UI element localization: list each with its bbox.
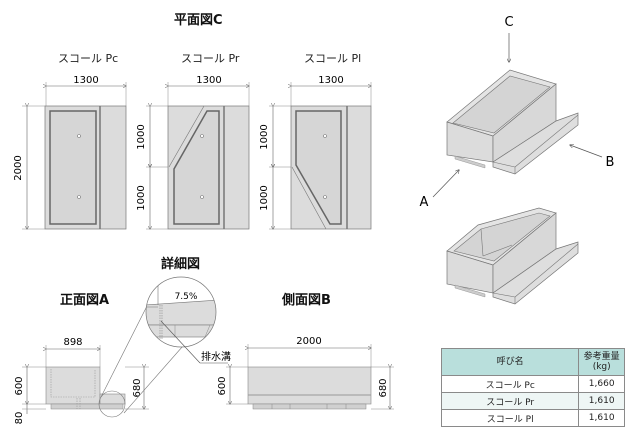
side-view-title: 側面図B bbox=[282, 293, 331, 308]
row-weight: 1,610 bbox=[578, 392, 625, 410]
front-width-dim: 898 bbox=[63, 337, 82, 348]
height-dim-pc: 2000 bbox=[13, 155, 24, 180]
plan-pc: 1300 2000 bbox=[13, 75, 126, 229]
width-dim-pr: 1300 bbox=[196, 75, 221, 86]
side-view: 2000 600 680 bbox=[217, 336, 394, 409]
direction-label-a: A bbox=[420, 195, 429, 210]
front-total-height-dim: 680 bbox=[132, 378, 143, 397]
plan-pl: 1300 1000 1000 bbox=[259, 75, 371, 229]
height-dim-pl-upper: 1000 bbox=[259, 124, 270, 149]
height-dim-pr-upper: 1000 bbox=[136, 124, 147, 149]
table-row: スコール Pr 1,610 bbox=[440, 392, 625, 410]
isometric-pr bbox=[446, 207, 579, 305]
side-total-height-dim: 680 bbox=[378, 378, 389, 397]
width-dim-pc: 1300 bbox=[73, 75, 98, 86]
header-weight-unit: (kg) bbox=[592, 362, 611, 372]
variant-name-pl: スコール Pl bbox=[304, 52, 362, 65]
front-height-dim-600: 600 bbox=[14, 376, 25, 395]
front-height-dim-80: 80 bbox=[14, 412, 25, 425]
variant-name-pr: スコール Pr bbox=[181, 52, 240, 65]
slope-label: 7.5% bbox=[175, 292, 198, 302]
table-row: スコール Pl 1,610 bbox=[440, 409, 625, 427]
height-dim-pr-lower: 1000 bbox=[136, 185, 147, 210]
drain-label: 排水溝 bbox=[201, 350, 231, 363]
spec-table: 呼び名 参考重量 (kg) スコール Pc 1,660 スコール Pr 1,61… bbox=[440, 348, 625, 427]
row-weight: 1,660 bbox=[578, 375, 625, 393]
side-width-dim: 2000 bbox=[296, 336, 321, 347]
detail-view: 7.5% 排水溝 bbox=[100, 276, 231, 414]
plan-pr: 1300 1000 1000 bbox=[136, 75, 249, 229]
width-dim-pl: 1300 bbox=[318, 75, 343, 86]
plan-view-title: 平面図C bbox=[174, 13, 223, 28]
side-height-dim: 600 bbox=[217, 376, 228, 395]
table-header-row: 呼び名 参考重量 (kg) bbox=[440, 348, 625, 376]
height-dim-pl-lower: 1000 bbox=[259, 185, 270, 210]
table-row: スコール Pc 1,660 bbox=[440, 375, 625, 393]
front-view: 898 600 80 680 bbox=[14, 337, 149, 424]
row-name: スコール Pc bbox=[440, 375, 580, 393]
header-weight: 参考重量 (kg) bbox=[578, 348, 625, 376]
isometric-pc: C B A bbox=[420, 15, 615, 210]
row-name: スコール Pr bbox=[440, 392, 580, 410]
direction-label-c: C bbox=[504, 15, 513, 30]
header-name: 呼び名 bbox=[440, 348, 580, 376]
direction-label-b: B bbox=[606, 155, 615, 170]
detail-view-title: 詳細図 bbox=[161, 257, 201, 272]
detail-callout-circle bbox=[98, 390, 126, 418]
front-view-title: 正面図A bbox=[60, 293, 110, 308]
row-weight: 1,610 bbox=[578, 409, 625, 427]
row-name: スコール Pl bbox=[440, 409, 580, 427]
variant-name-pc: スコール Pc bbox=[58, 52, 119, 65]
header-weight-label: 参考重量 bbox=[583, 352, 620, 362]
